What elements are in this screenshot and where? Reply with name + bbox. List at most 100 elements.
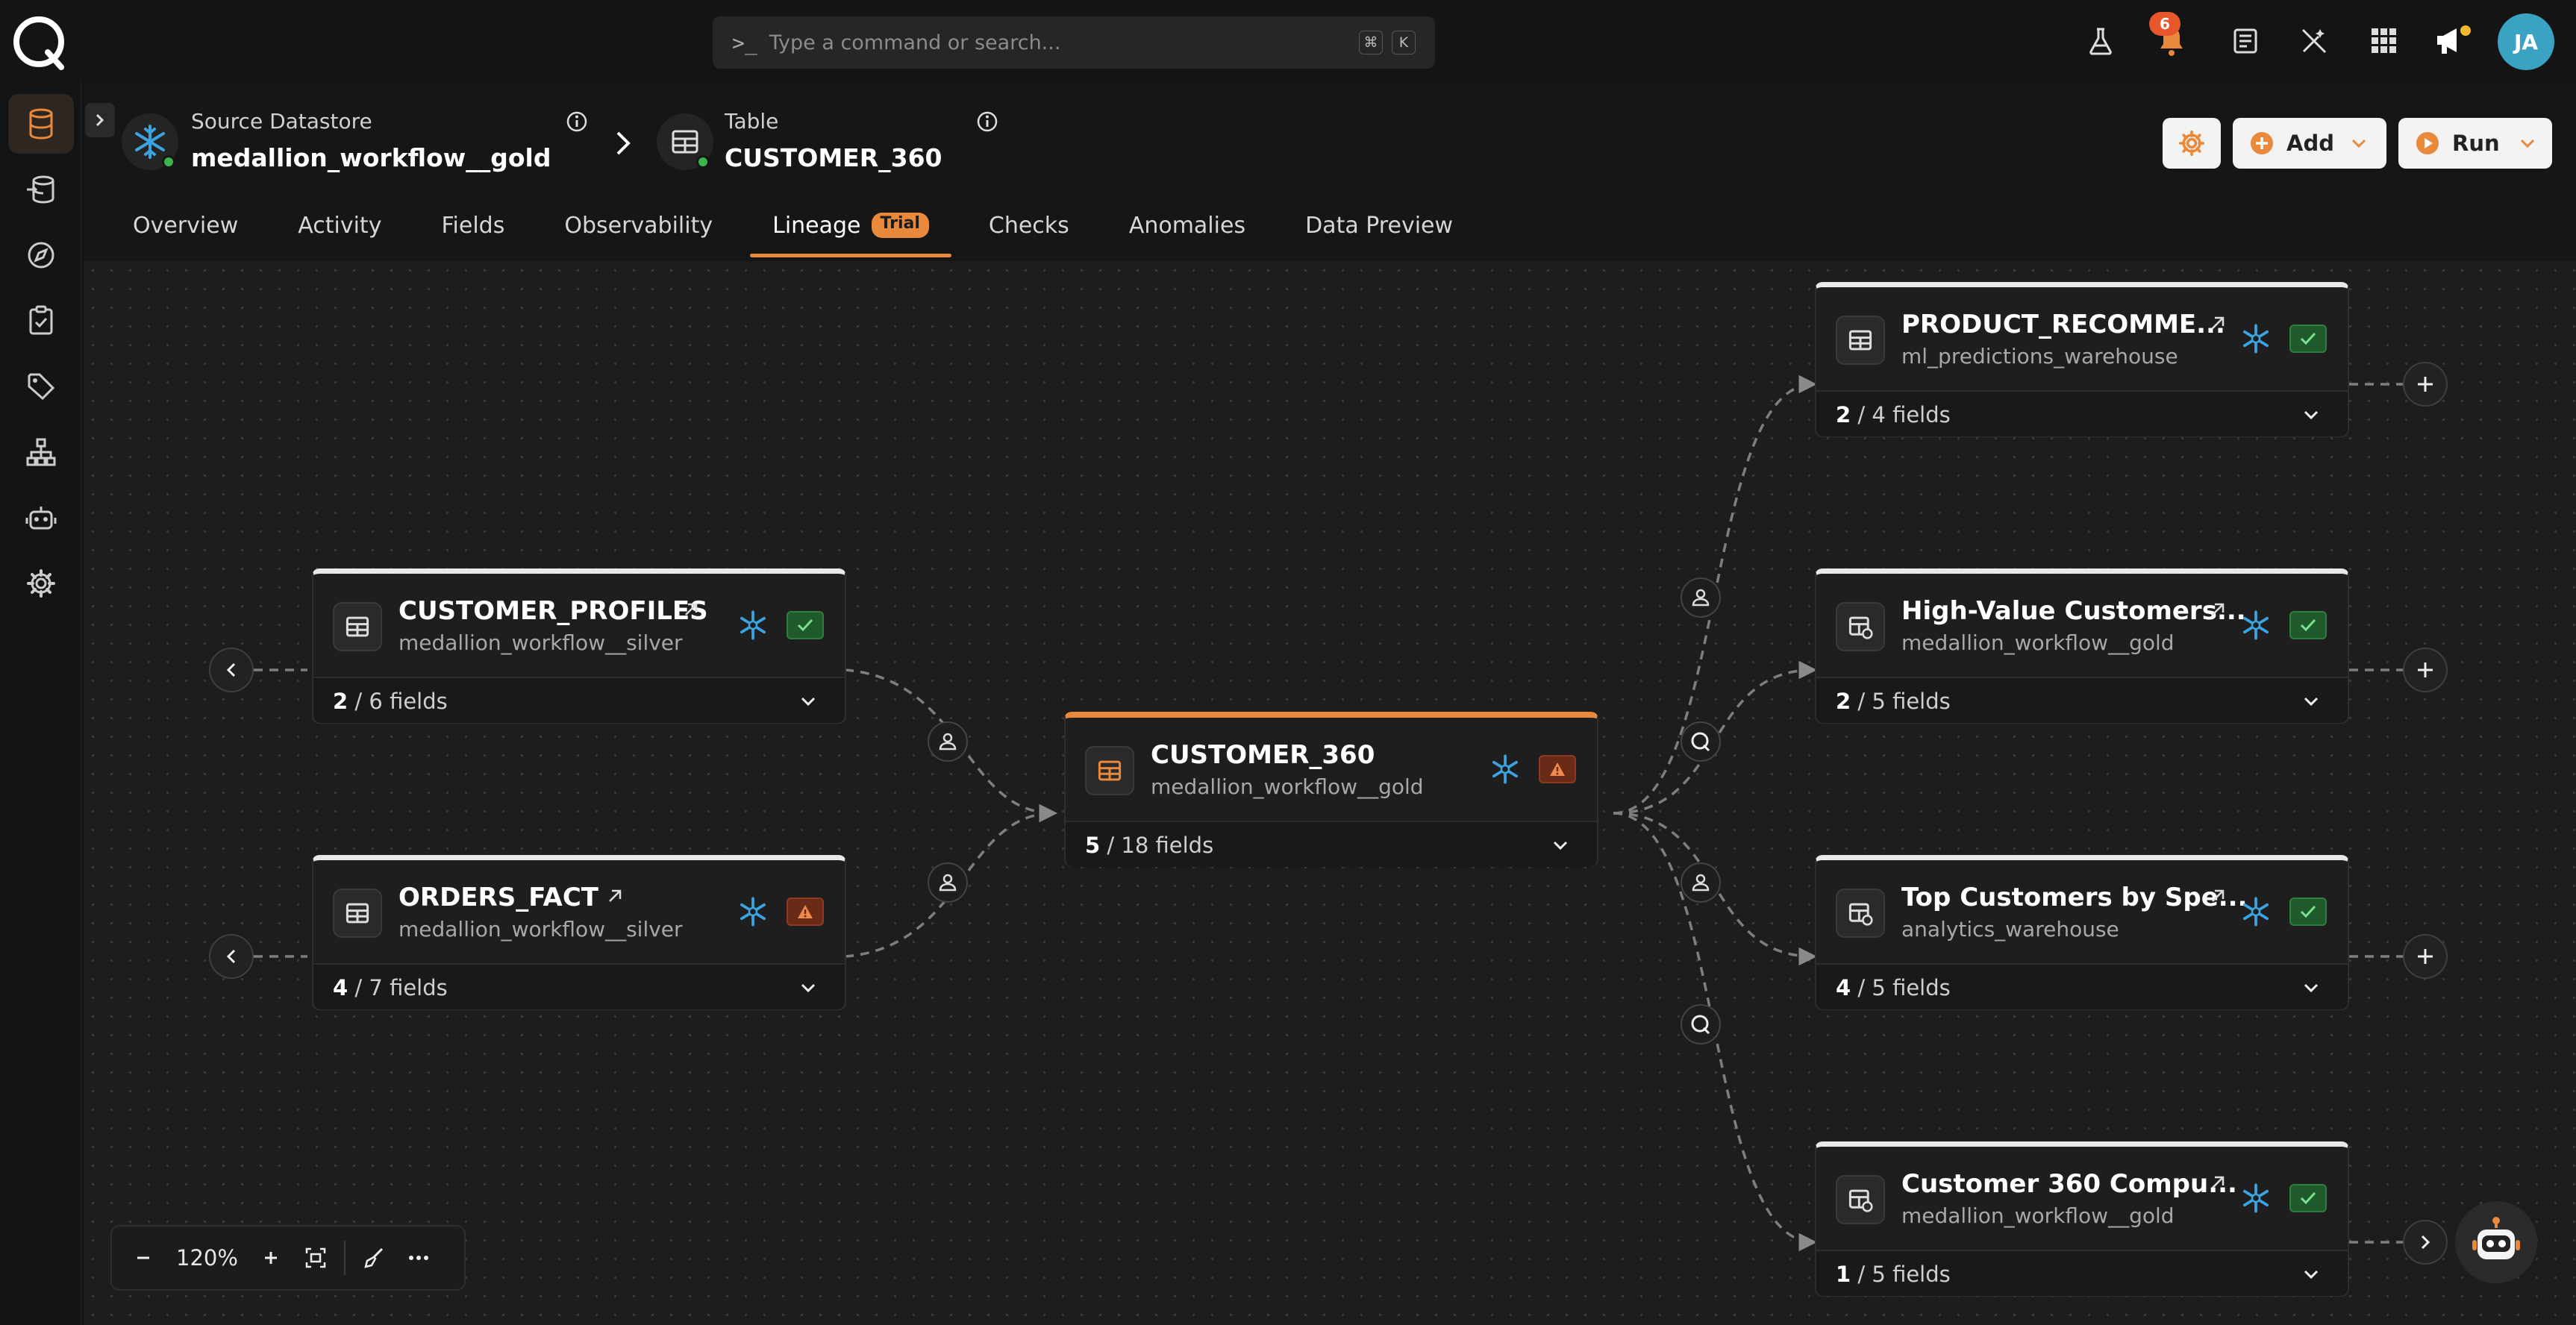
add-downstream-button[interactable] (2403, 934, 2448, 979)
connection-status-dot (162, 155, 175, 169)
tab-observability[interactable]: Observability (564, 213, 713, 257)
field-count: 1 / 5 fields (1836, 1262, 1951, 1287)
external-link-icon[interactable] (2207, 1172, 2228, 1193)
command-search-bar[interactable]: >_ Type a command or search... ⌘ K (713, 16, 1435, 69)
node-datastore: medallion_workflow__gold (1151, 774, 1424, 799)
sidebar-item-lineage[interactable] (8, 422, 74, 482)
add-button[interactable]: Add (2233, 118, 2386, 169)
chevron-down-icon[interactable] (798, 978, 818, 997)
node-datastore: ml_predictions_warehouse (1901, 344, 2178, 369)
field-count: 2 / 6 fields (333, 689, 448, 714)
tag-icon (28, 373, 55, 401)
sidebar-item-settings[interactable] (8, 554, 74, 613)
qualytics-transform-icon[interactable] (1681, 1004, 1721, 1044)
tab-checks[interactable]: Checks (989, 213, 1069, 257)
chevron-down-icon[interactable] (2301, 692, 2321, 711)
node-datastore: medallion_workflow__gold (1901, 1203, 2175, 1228)
external-link-icon[interactable] (681, 599, 701, 620)
magic-wand-off-icon[interactable] (2295, 22, 2333, 60)
chevron-down-icon[interactable] (1551, 836, 1570, 855)
user-transform-icon[interactable] (928, 721, 968, 762)
lineage-node-orders-fact[interactable]: ORDERS_FACT medallion_workflow__silver 4… (312, 855, 846, 1010)
chevron-down-icon[interactable] (2301, 405, 2321, 425)
lineage-canvas[interactable]: CUSTOMER_PROFILES medallion_workflow__si… (84, 261, 2576, 1325)
node-fields-footer[interactable]: 2 / 4 fields (1816, 390, 2348, 436)
source-datastore-label: Source Datastore (191, 109, 372, 134)
chevron-down-icon[interactable] (2301, 978, 2321, 997)
expand-upstream-button[interactable] (209, 648, 254, 692)
sidebar-item-agents[interactable] (8, 488, 74, 548)
node-fields-footer[interactable]: 4 / 5 fields (1816, 963, 2348, 1009)
zoom-in-button[interactable] (248, 1235, 293, 1280)
sidebar-item-tags[interactable] (8, 357, 74, 416)
clean-layout-button[interactable] (351, 1235, 396, 1280)
chevron-down-icon[interactable] (2301, 1265, 2321, 1284)
expand-downstream-button[interactable] (2403, 1220, 2448, 1265)
robot-icon (2472, 1217, 2520, 1259)
add-downstream-button[interactable] (2403, 648, 2448, 692)
sidebar-toggle-button[interactable] (85, 103, 115, 137)
table-info-icon[interactable] (976, 110, 998, 133)
plus-icon (2418, 377, 2433, 392)
plus-icon (264, 1252, 277, 1264)
external-link-icon[interactable] (604, 886, 625, 906)
user-transform-icon[interactable] (1681, 862, 1721, 903)
play-circle-icon (2416, 132, 2439, 154)
snowflake-icon (737, 610, 769, 641)
field-count: 4 / 7 fields (333, 975, 448, 1000)
app-logo[interactable] (10, 13, 67, 70)
user-transform-icon[interactable] (928, 862, 968, 903)
notification-count-badge: 6 (2149, 12, 2180, 36)
computed-table-icon (1836, 602, 1885, 651)
flask-icon[interactable] (2082, 22, 2119, 60)
apps-grid-icon[interactable] (2366, 22, 2403, 60)
lineage-node-customer-360-computed[interactable]: Customer 360 Compu... medallion_workflow… (1815, 1141, 2349, 1297)
table-icon (333, 602, 382, 651)
settings-button[interactable] (2163, 118, 2221, 169)
fit-view-button[interactable] (293, 1235, 338, 1280)
node-fields-footer[interactable]: 5 / 18 fields (1066, 821, 1597, 867)
node-datastore: medallion_workflow__gold (1901, 630, 2175, 655)
user-avatar[interactable]: JA (2498, 13, 2554, 70)
source-datastore-name[interactable]: medallion_workflow__gold (191, 143, 551, 172)
node-fields-footer[interactable]: 2 / 6 fields (313, 677, 845, 723)
snowflake-icon (2240, 610, 2272, 641)
database-icon (29, 108, 53, 140)
sidebar-item-explore[interactable] (8, 225, 74, 285)
external-link-icon[interactable] (2207, 886, 2228, 906)
run-button[interactable]: Run (2398, 118, 2552, 169)
chevron-down-icon[interactable] (798, 692, 818, 711)
table-name[interactable]: CUSTOMER_360 (725, 143, 942, 172)
tab-overview[interactable]: Overview (133, 213, 238, 257)
lineage-node-high-value-customers[interactable]: High-Value Customers... medallion_workfl… (1815, 568, 2349, 724)
add-downstream-button[interactable] (2403, 362, 2448, 407)
snowflake-icon (2240, 896, 2272, 927)
zoom-out-button[interactable] (121, 1235, 166, 1280)
external-link-icon[interactable] (2207, 313, 2228, 333)
lineage-node-top-customers[interactable]: Top Customers by Spe... analytics_wareho… (1815, 855, 2349, 1010)
document-icon[interactable] (2227, 22, 2264, 60)
sidebar-item-enrichment[interactable] (8, 160, 74, 219)
lineage-node-product-recommendations[interactable]: PRODUCT_RECOMME... ml_predictions_wareho… (1815, 282, 2349, 437)
qualytics-transform-icon[interactable] (1681, 721, 1721, 762)
node-fields-footer[interactable]: 2 / 5 fields (1816, 677, 2348, 723)
lineage-node-customer-profiles[interactable]: CUSTOMER_PROFILES medallion_workflow__si… (312, 568, 846, 724)
node-fields-footer[interactable]: 4 / 7 fields (313, 963, 845, 1009)
info-icon[interactable] (566, 110, 588, 133)
assistant-bot-button[interactable] (2455, 1201, 2537, 1283)
tab-label: Lineage (772, 213, 861, 239)
external-link-icon[interactable] (2207, 599, 2228, 620)
sidebar-item-datastores[interactable] (8, 94, 74, 154)
megaphone-icon[interactable] (2434, 22, 2472, 60)
tab-activity[interactable]: Activity (298, 213, 381, 257)
tab-data-preview[interactable]: Data Preview (1305, 213, 1453, 257)
user-transform-icon[interactable] (1681, 577, 1721, 618)
lineage-node-customer-360[interactable]: CUSTOMER_360 medallion_workflow__gold 5 … (1064, 712, 1598, 867)
expand-upstream-button[interactable] (209, 934, 254, 979)
node-fields-footer[interactable]: 1 / 5 fields (1816, 1250, 2348, 1296)
more-options-button[interactable] (396, 1235, 441, 1280)
tab-anomalies[interactable]: Anomalies (1129, 213, 1245, 257)
tab-fields[interactable]: Fields (441, 213, 504, 257)
sidebar-item-checks[interactable] (8, 291, 74, 351)
